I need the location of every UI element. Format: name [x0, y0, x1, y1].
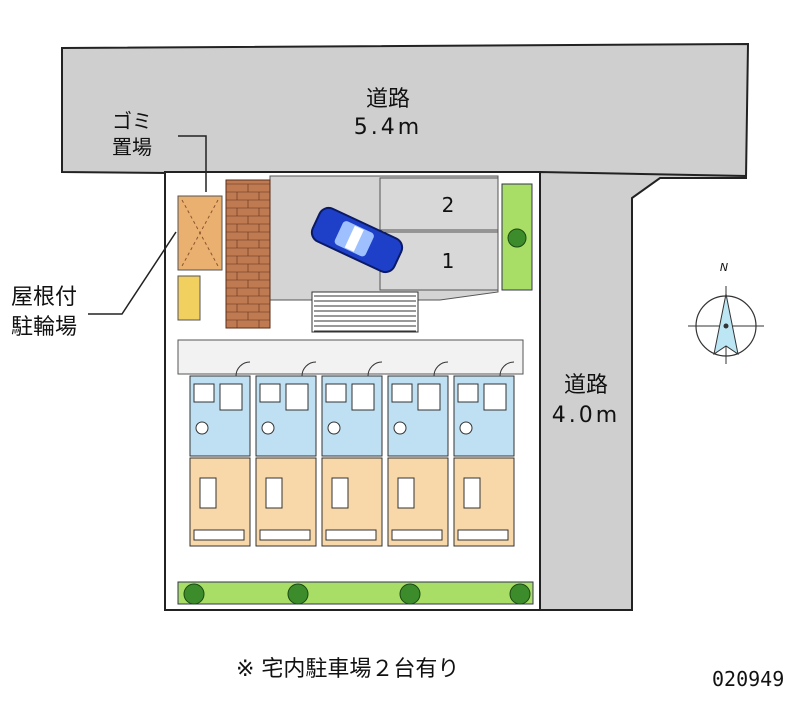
compass-north-label: N	[720, 261, 728, 274]
parking-note: ※ 宅内駐車場２台有り	[236, 657, 459, 682]
stairs	[311, 291, 419, 333]
bike-label-line1: 屋根付	[11, 285, 77, 310]
top-road-width: 5.4m	[354, 115, 422, 140]
garbage-label-line1: ゴミ	[112, 109, 152, 133]
top-road-name: 道路	[366, 87, 410, 112]
bike-parking	[177, 275, 201, 321]
right-road-name: 道路	[564, 373, 608, 398]
unit	[189, 361, 251, 547]
shrub-icon	[183, 583, 205, 605]
corridor	[177, 339, 524, 375]
green-strip-bottom	[177, 581, 534, 605]
unit	[453, 361, 515, 547]
parking-slot-2	[379, 177, 499, 231]
unit	[387, 361, 449, 547]
bike-leader-line	[88, 231, 177, 315]
shrub-icon	[399, 583, 421, 605]
car-icon	[310, 206, 404, 274]
shrubs	[183, 583, 531, 605]
right-road	[539, 170, 747, 611]
shrub-icon	[287, 583, 309, 605]
parking-slot-1-label: 1	[442, 249, 455, 273]
unit	[255, 361, 317, 547]
garbage-hatch	[181, 199, 219, 267]
shrub-icon	[509, 583, 531, 605]
parking-slot-2-label: 2	[442, 193, 455, 217]
right-road-width: 4.0m	[552, 403, 620, 428]
garbage-label-line2: 置場	[112, 135, 152, 159]
green-strip-right	[501, 183, 533, 291]
bike-label-line2: 駐輪場	[11, 315, 77, 340]
shrub-icon	[507, 228, 527, 248]
apartment-units	[189, 361, 515, 547]
brick-pattern	[225, 183, 270, 328]
image-code: 020949	[712, 667, 784, 691]
compass-icon	[688, 286, 764, 364]
unit	[321, 361, 383, 547]
garbage-leader-line	[178, 135, 207, 192]
